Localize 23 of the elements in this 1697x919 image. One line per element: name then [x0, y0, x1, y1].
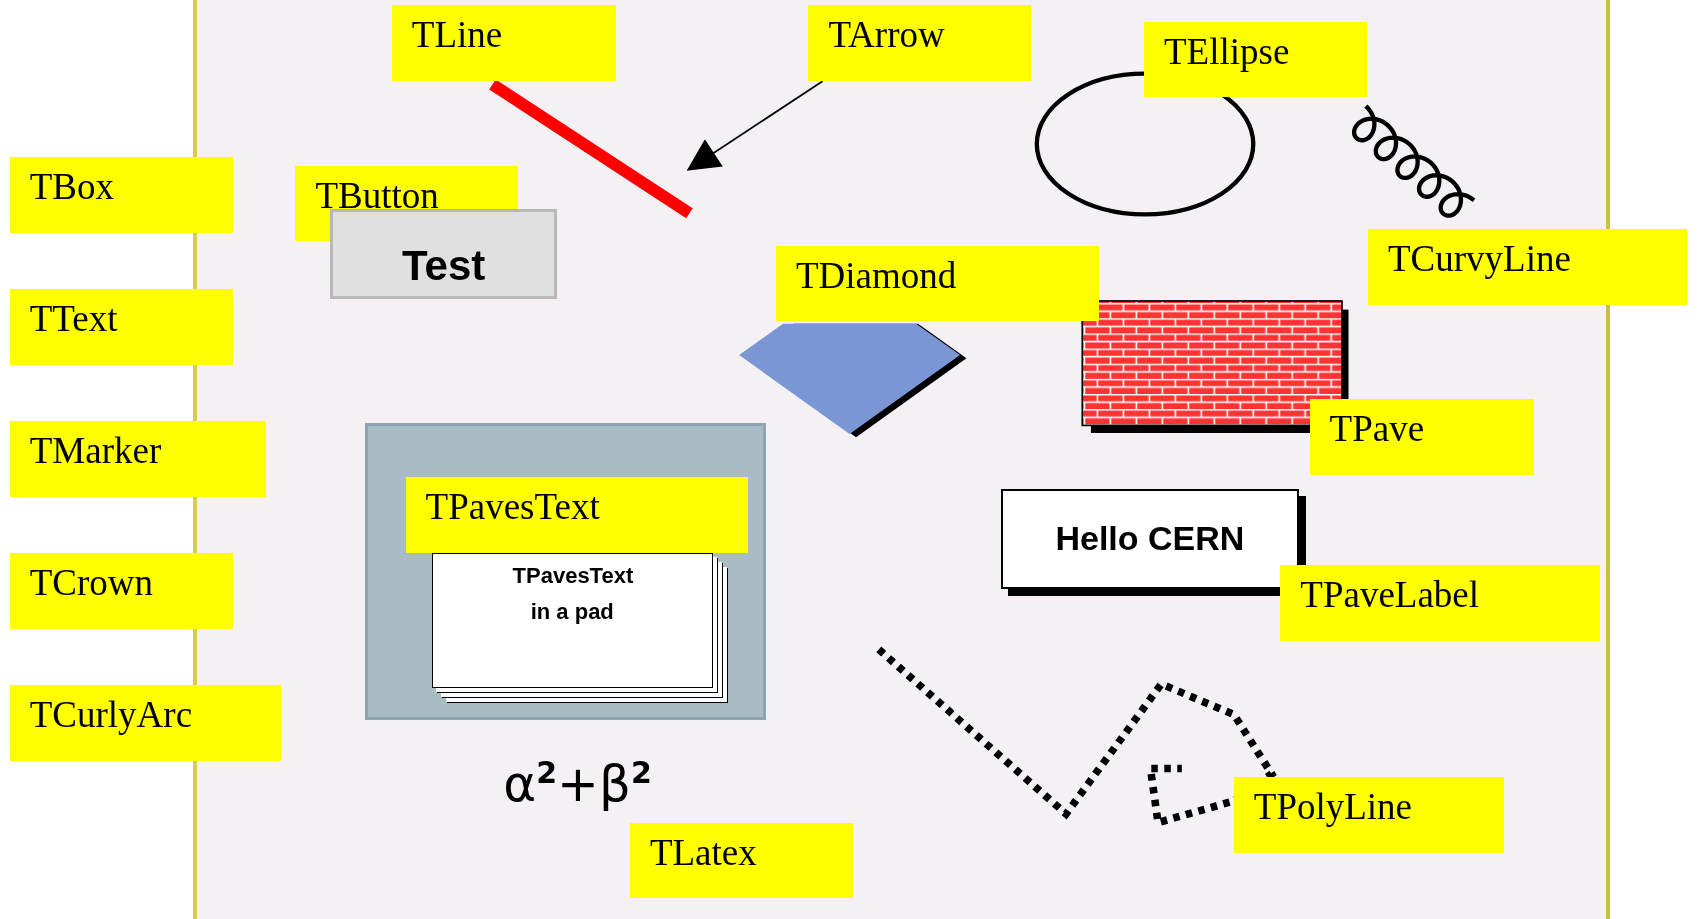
arrow: [686, 80, 824, 171]
object-label: TPolyLine: [1233, 777, 1505, 853]
object-label: TLine: [391, 5, 616, 82]
object-label: TMarker: [9, 421, 267, 497]
thick-line: [489, 79, 693, 219]
curly-line: [1351, 104, 1476, 218]
object-label: TCurlyArc: [9, 685, 282, 761]
object-label: TCrown: [9, 553, 233, 629]
object-label: TDiamond: [776, 245, 1099, 322]
object-label: TArrow: [808, 5, 1032, 82]
pad-panel: [364, 423, 767, 720]
object-label: TPaveLabel: [1280, 564, 1600, 641]
object-label: TBox: [9, 156, 233, 233]
push-button: Test: [330, 208, 558, 299]
object-label: TLatex: [629, 822, 853, 899]
ellipse: [1034, 71, 1256, 217]
object-label: TPave: [1309, 399, 1534, 476]
object-label: TPavesText: [405, 477, 748, 553]
diamond-shape: [739, 323, 967, 438]
object-label: TText: [9, 288, 233, 365]
object-label: TEllipse: [1143, 21, 1367, 98]
formula-text: α$^{2}$+β$^{2}$: [503, 755, 652, 814]
object-label: TCurvyLine: [1368, 229, 1688, 306]
